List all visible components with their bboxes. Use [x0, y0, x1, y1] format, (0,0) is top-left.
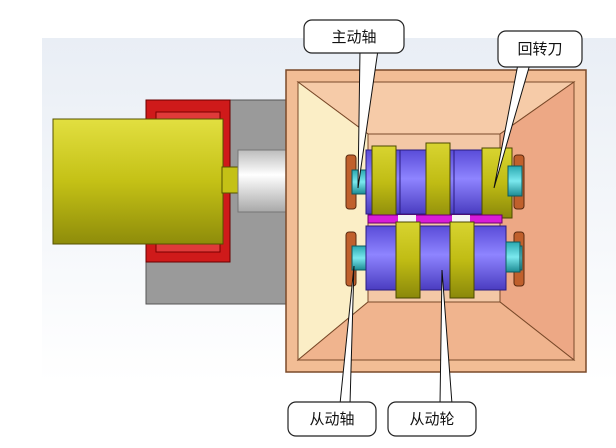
motor	[52, 118, 224, 245]
callout-rotary-blade: 回转刀	[497, 30, 583, 68]
main-shaft-assembly	[351, 142, 523, 224]
driven-wheel-label: 从动轮	[409, 410, 454, 428]
spacer-strip	[367, 214, 503, 224]
coupling	[237, 149, 291, 213]
rotary-blade-label: 回转刀	[517, 40, 562, 58]
leader-lines	[339, 49, 531, 405]
callout-main-shaft: 主动轴	[303, 19, 405, 54]
main-shaft-label: 主动轴	[331, 28, 376, 46]
driven-shaft-label: 从动轴	[309, 410, 354, 428]
motor-shaft	[221, 166, 241, 194]
callout-driven-wheel: 从动轮	[387, 401, 477, 437]
driven-shaft-assembly	[351, 221, 523, 299]
callout-driven-shaft: 从动轴	[287, 401, 377, 437]
